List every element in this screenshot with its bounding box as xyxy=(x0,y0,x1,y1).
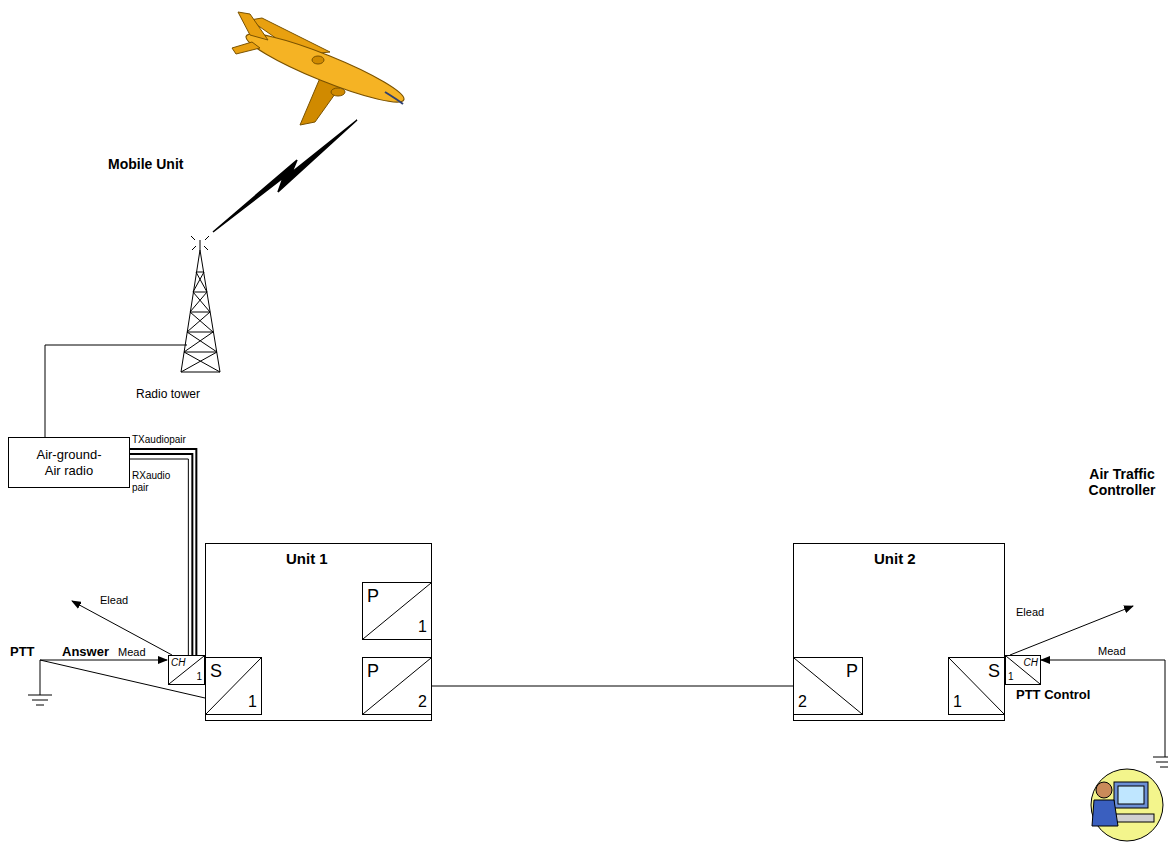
label: PTT Control xyxy=(1016,688,1090,703)
port-number: 2 xyxy=(798,694,807,710)
label: Radio tower xyxy=(136,388,200,402)
label: Mead xyxy=(1098,645,1126,658)
controller-icon xyxy=(1091,769,1163,841)
label: Elead xyxy=(1016,606,1044,619)
label: RXaudio pair xyxy=(132,470,177,493)
unit-box: Unit 2P2S1 xyxy=(793,543,1005,721)
connector-line xyxy=(130,454,192,655)
connector xyxy=(130,449,196,655)
port-letter: CH xyxy=(1024,658,1038,668)
channel-box: CH 1 xyxy=(1005,655,1041,685)
unit-title: Unit 1 xyxy=(286,550,328,567)
unit-title: Unit 2 xyxy=(874,550,916,567)
port-box: S1 xyxy=(948,657,1005,715)
connector-line xyxy=(130,459,188,655)
port-box: P2 xyxy=(362,657,432,715)
radio-tower xyxy=(181,236,220,372)
port-letter: P xyxy=(846,662,858,680)
port-letter: P xyxy=(367,662,379,680)
port-number: 1 xyxy=(196,672,202,682)
airplane xyxy=(232,12,409,125)
port-box: S1 xyxy=(205,657,262,715)
channel-box: CH 1 xyxy=(168,655,205,685)
port-number: 1 xyxy=(418,619,427,635)
label: PTT xyxy=(10,645,35,660)
label: Air Traffic Controller xyxy=(1075,466,1169,498)
port-number: 1 xyxy=(1008,672,1014,682)
label: Elead xyxy=(100,594,128,607)
port-letter: CH xyxy=(171,658,185,668)
radio-box: Air-ground- Air radio xyxy=(8,437,130,488)
label: Mead xyxy=(118,646,146,659)
label: Answer xyxy=(62,645,109,660)
port-number: 1 xyxy=(248,694,257,710)
connector-line xyxy=(130,449,196,655)
port-number: 1 xyxy=(953,694,962,710)
port-box: P2 xyxy=(793,657,863,715)
port-letter: P xyxy=(367,587,379,605)
connector xyxy=(432,686,793,687)
port-box: P1 xyxy=(362,582,432,640)
radio-link-bolt xyxy=(213,120,357,232)
connector-line xyxy=(432,686,793,687)
box-text: Air-ground- Air radio xyxy=(29,447,109,478)
port-letter: S xyxy=(210,662,222,680)
port-number: 2 xyxy=(418,694,427,710)
unit-box: Unit 1P1P2S1 xyxy=(205,543,432,721)
label: Mobile Unit xyxy=(108,156,183,172)
port-letter: S xyxy=(988,662,1000,680)
label: TXaudiopair xyxy=(132,434,186,446)
